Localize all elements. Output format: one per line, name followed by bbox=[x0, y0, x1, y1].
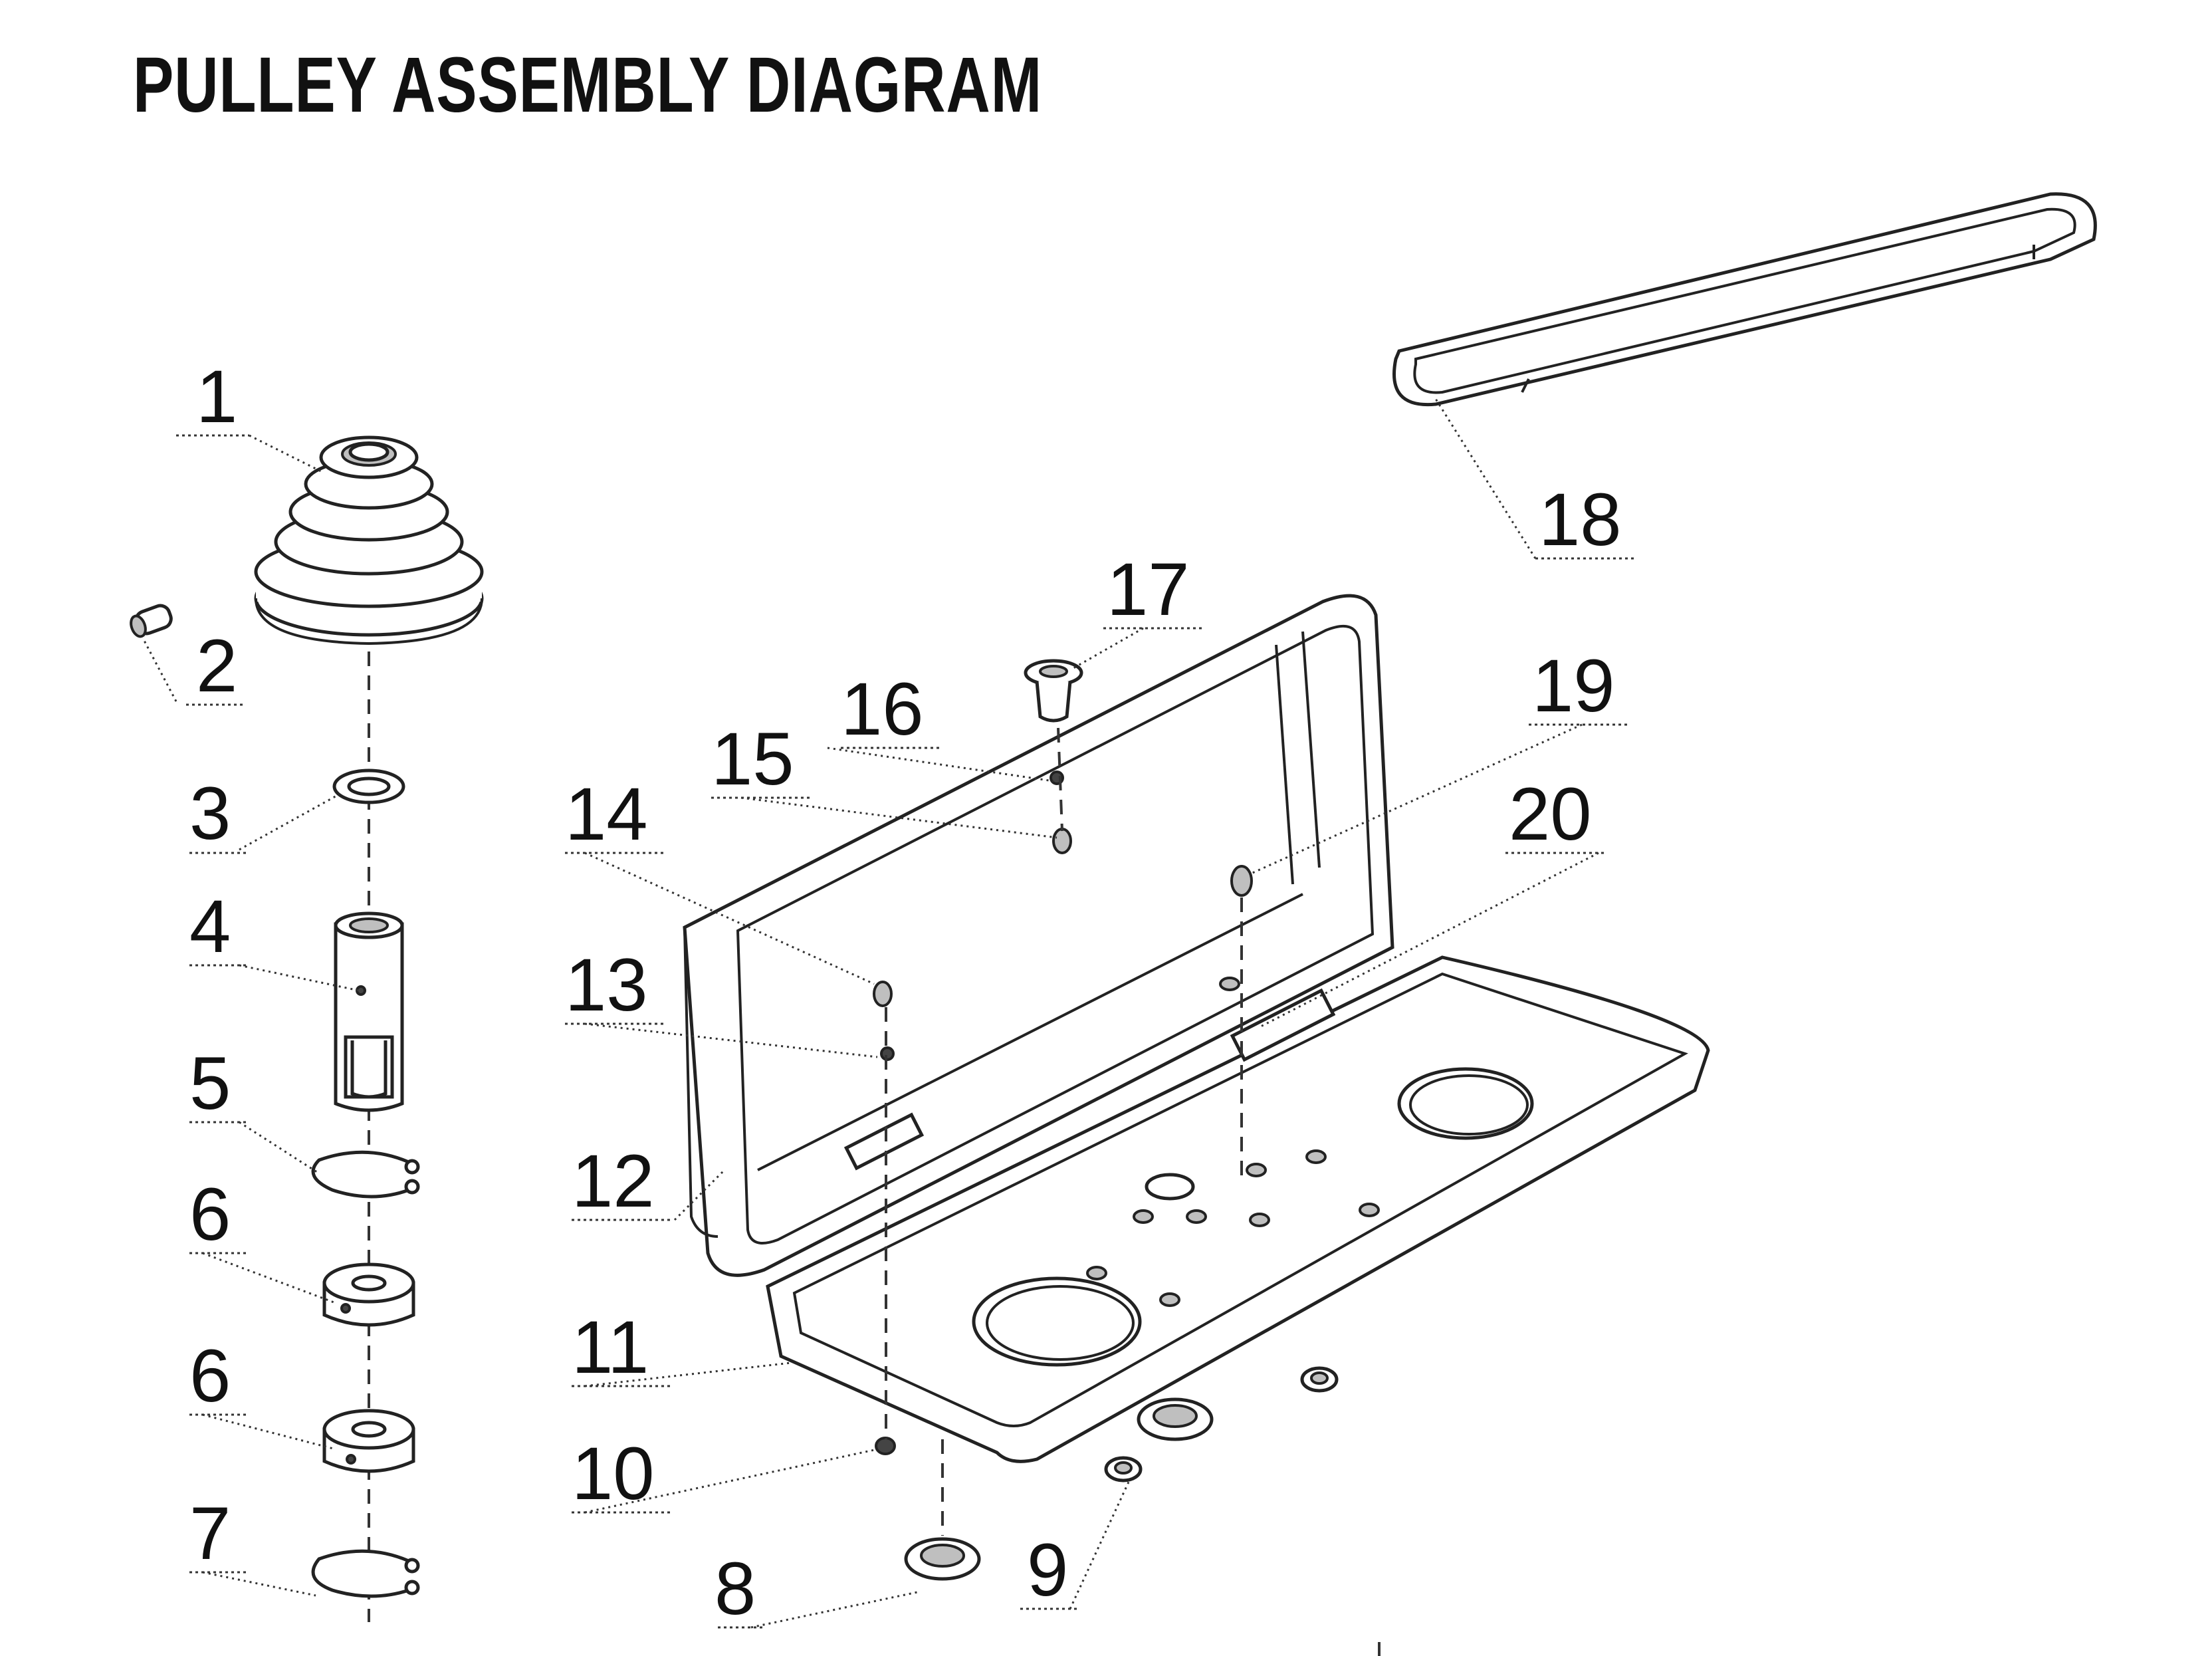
pin-19 bbox=[1230, 865, 1253, 897]
grommet-8 bbox=[904, 1537, 981, 1581]
callout-20: 20 bbox=[1509, 772, 1592, 856]
callout-8: 8 bbox=[715, 1547, 756, 1630]
callout-10: 10 bbox=[572, 1432, 655, 1515]
retaining-ring-5 bbox=[311, 1150, 420, 1199]
callout-5: 5 bbox=[189, 1042, 231, 1125]
leader-lines bbox=[142, 398, 1599, 1629]
grommet-upper bbox=[1137, 1397, 1214, 1441]
hinge bbox=[843, 988, 1336, 1171]
diagram-title: PULLEY ASSEMBLY DIAGRAM bbox=[133, 41, 1043, 129]
nut-9 bbox=[1104, 1456, 1143, 1482]
callout-19: 19 bbox=[1532, 644, 1615, 727]
nut-right bbox=[1300, 1366, 1339, 1393]
callout-7: 7 bbox=[189, 1492, 231, 1575]
nut-10 bbox=[875, 1437, 896, 1455]
callout-underlines bbox=[176, 434, 1635, 1629]
callout-numbers: 1 2 3 4 5 6 6 7 8 9 10 11 12 13 14 15 16… bbox=[189, 355, 1622, 1630]
callout-16: 16 bbox=[841, 667, 924, 751]
collar-lower bbox=[322, 1409, 415, 1473]
callout-4: 4 bbox=[189, 885, 231, 968]
callout-14: 14 bbox=[565, 772, 648, 856]
screw-14 bbox=[873, 981, 893, 1007]
callout-12: 12 bbox=[572, 1139, 655, 1223]
pulley-cover-lid bbox=[683, 594, 1394, 1277]
washer-3 bbox=[332, 769, 405, 804]
callout-13: 13 bbox=[565, 943, 648, 1026]
callout-6b: 6 bbox=[189, 1334, 231, 1417]
callout-9: 9 bbox=[1027, 1528, 1068, 1611]
knob-17 bbox=[1024, 659, 1083, 723]
callout-11: 11 bbox=[572, 1306, 649, 1389]
callout-18: 18 bbox=[1539, 478, 1622, 561]
collar-upper bbox=[322, 1262, 415, 1327]
stepped-pulley bbox=[254, 435, 484, 646]
spindle-shaft bbox=[334, 911, 404, 1112]
callout-2: 2 bbox=[196, 624, 237, 707]
v-belt bbox=[1392, 192, 2097, 407]
callout-6a: 6 bbox=[189, 1173, 231, 1256]
callout-1: 1 bbox=[196, 355, 237, 438]
set-screw bbox=[130, 604, 173, 638]
callout-15: 15 bbox=[711, 717, 794, 800]
retaining-ring-7 bbox=[311, 1549, 420, 1598]
callout-17: 17 bbox=[1107, 548, 1190, 631]
pulley-cover-base bbox=[766, 955, 1710, 1463]
screw-15 bbox=[1052, 828, 1072, 854]
callout-3: 3 bbox=[189, 772, 231, 855]
